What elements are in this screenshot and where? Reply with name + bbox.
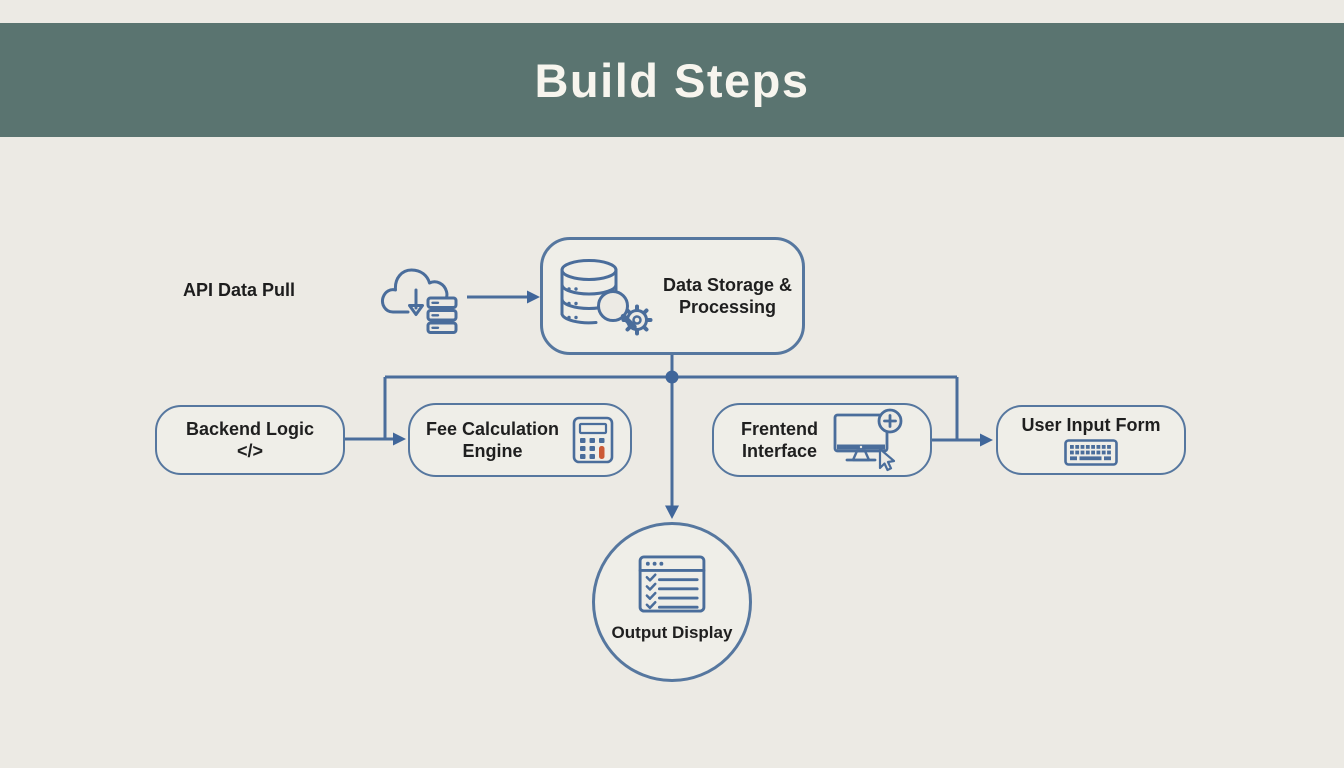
header-band: Build Steps bbox=[0, 23, 1344, 137]
arrowhead-output bbox=[665, 505, 679, 519]
label-line-1: Backend Logic bbox=[185, 418, 315, 439]
label-line-1: Fee Calculation bbox=[425, 418, 560, 439]
node-data-storage-processing: Data Storage & Processing bbox=[540, 237, 805, 355]
label-line-2: Engine bbox=[462, 441, 523, 461]
arrowhead-feecalc bbox=[393, 432, 406, 446]
monitor-plus-cursor-icon bbox=[833, 408, 903, 472]
browser-checklist-icon bbox=[638, 555, 706, 613]
label-line-1: Frentend bbox=[740, 418, 818, 439]
node-label: Output Display bbox=[611, 623, 733, 642]
api-data-pull-label: API Data Pull bbox=[183, 280, 296, 300]
page-title: Build Steps bbox=[534, 53, 810, 107]
label-line-2: Processing bbox=[678, 297, 777, 317]
calculator-icon bbox=[572, 416, 614, 464]
label-line-2: Interface bbox=[741, 441, 818, 461]
label-line-1: Data Storage & bbox=[662, 274, 793, 295]
node-fee-calculation-engine: Fee Calculation Engine bbox=[408, 403, 632, 477]
node-label: User Input Form bbox=[1021, 415, 1161, 436]
node-output-display: Output Display bbox=[592, 522, 752, 682]
arrowhead-userinput bbox=[980, 433, 993, 447]
cloud-download-servers-icon bbox=[381, 268, 458, 334]
node-backend-logic: Backend Logic </> bbox=[155, 405, 345, 475]
label-line-2: </> bbox=[236, 441, 264, 461]
calculator-accent-key bbox=[599, 446, 605, 459]
node-label: Fee Calculation Engine bbox=[426, 418, 559, 463]
node-label: Frentend Interface bbox=[741, 418, 818, 463]
database-search-gear-icon bbox=[560, 259, 653, 336]
node-frontend-interface: Frentend Interface bbox=[712, 403, 932, 477]
arrowhead-storage bbox=[527, 290, 540, 304]
junction-dot bbox=[665, 370, 679, 384]
node-user-input-form: User Input Form bbox=[996, 405, 1186, 475]
node-label: Data Storage & Processing bbox=[663, 274, 792, 319]
keyboard-icon bbox=[1064, 438, 1118, 466]
